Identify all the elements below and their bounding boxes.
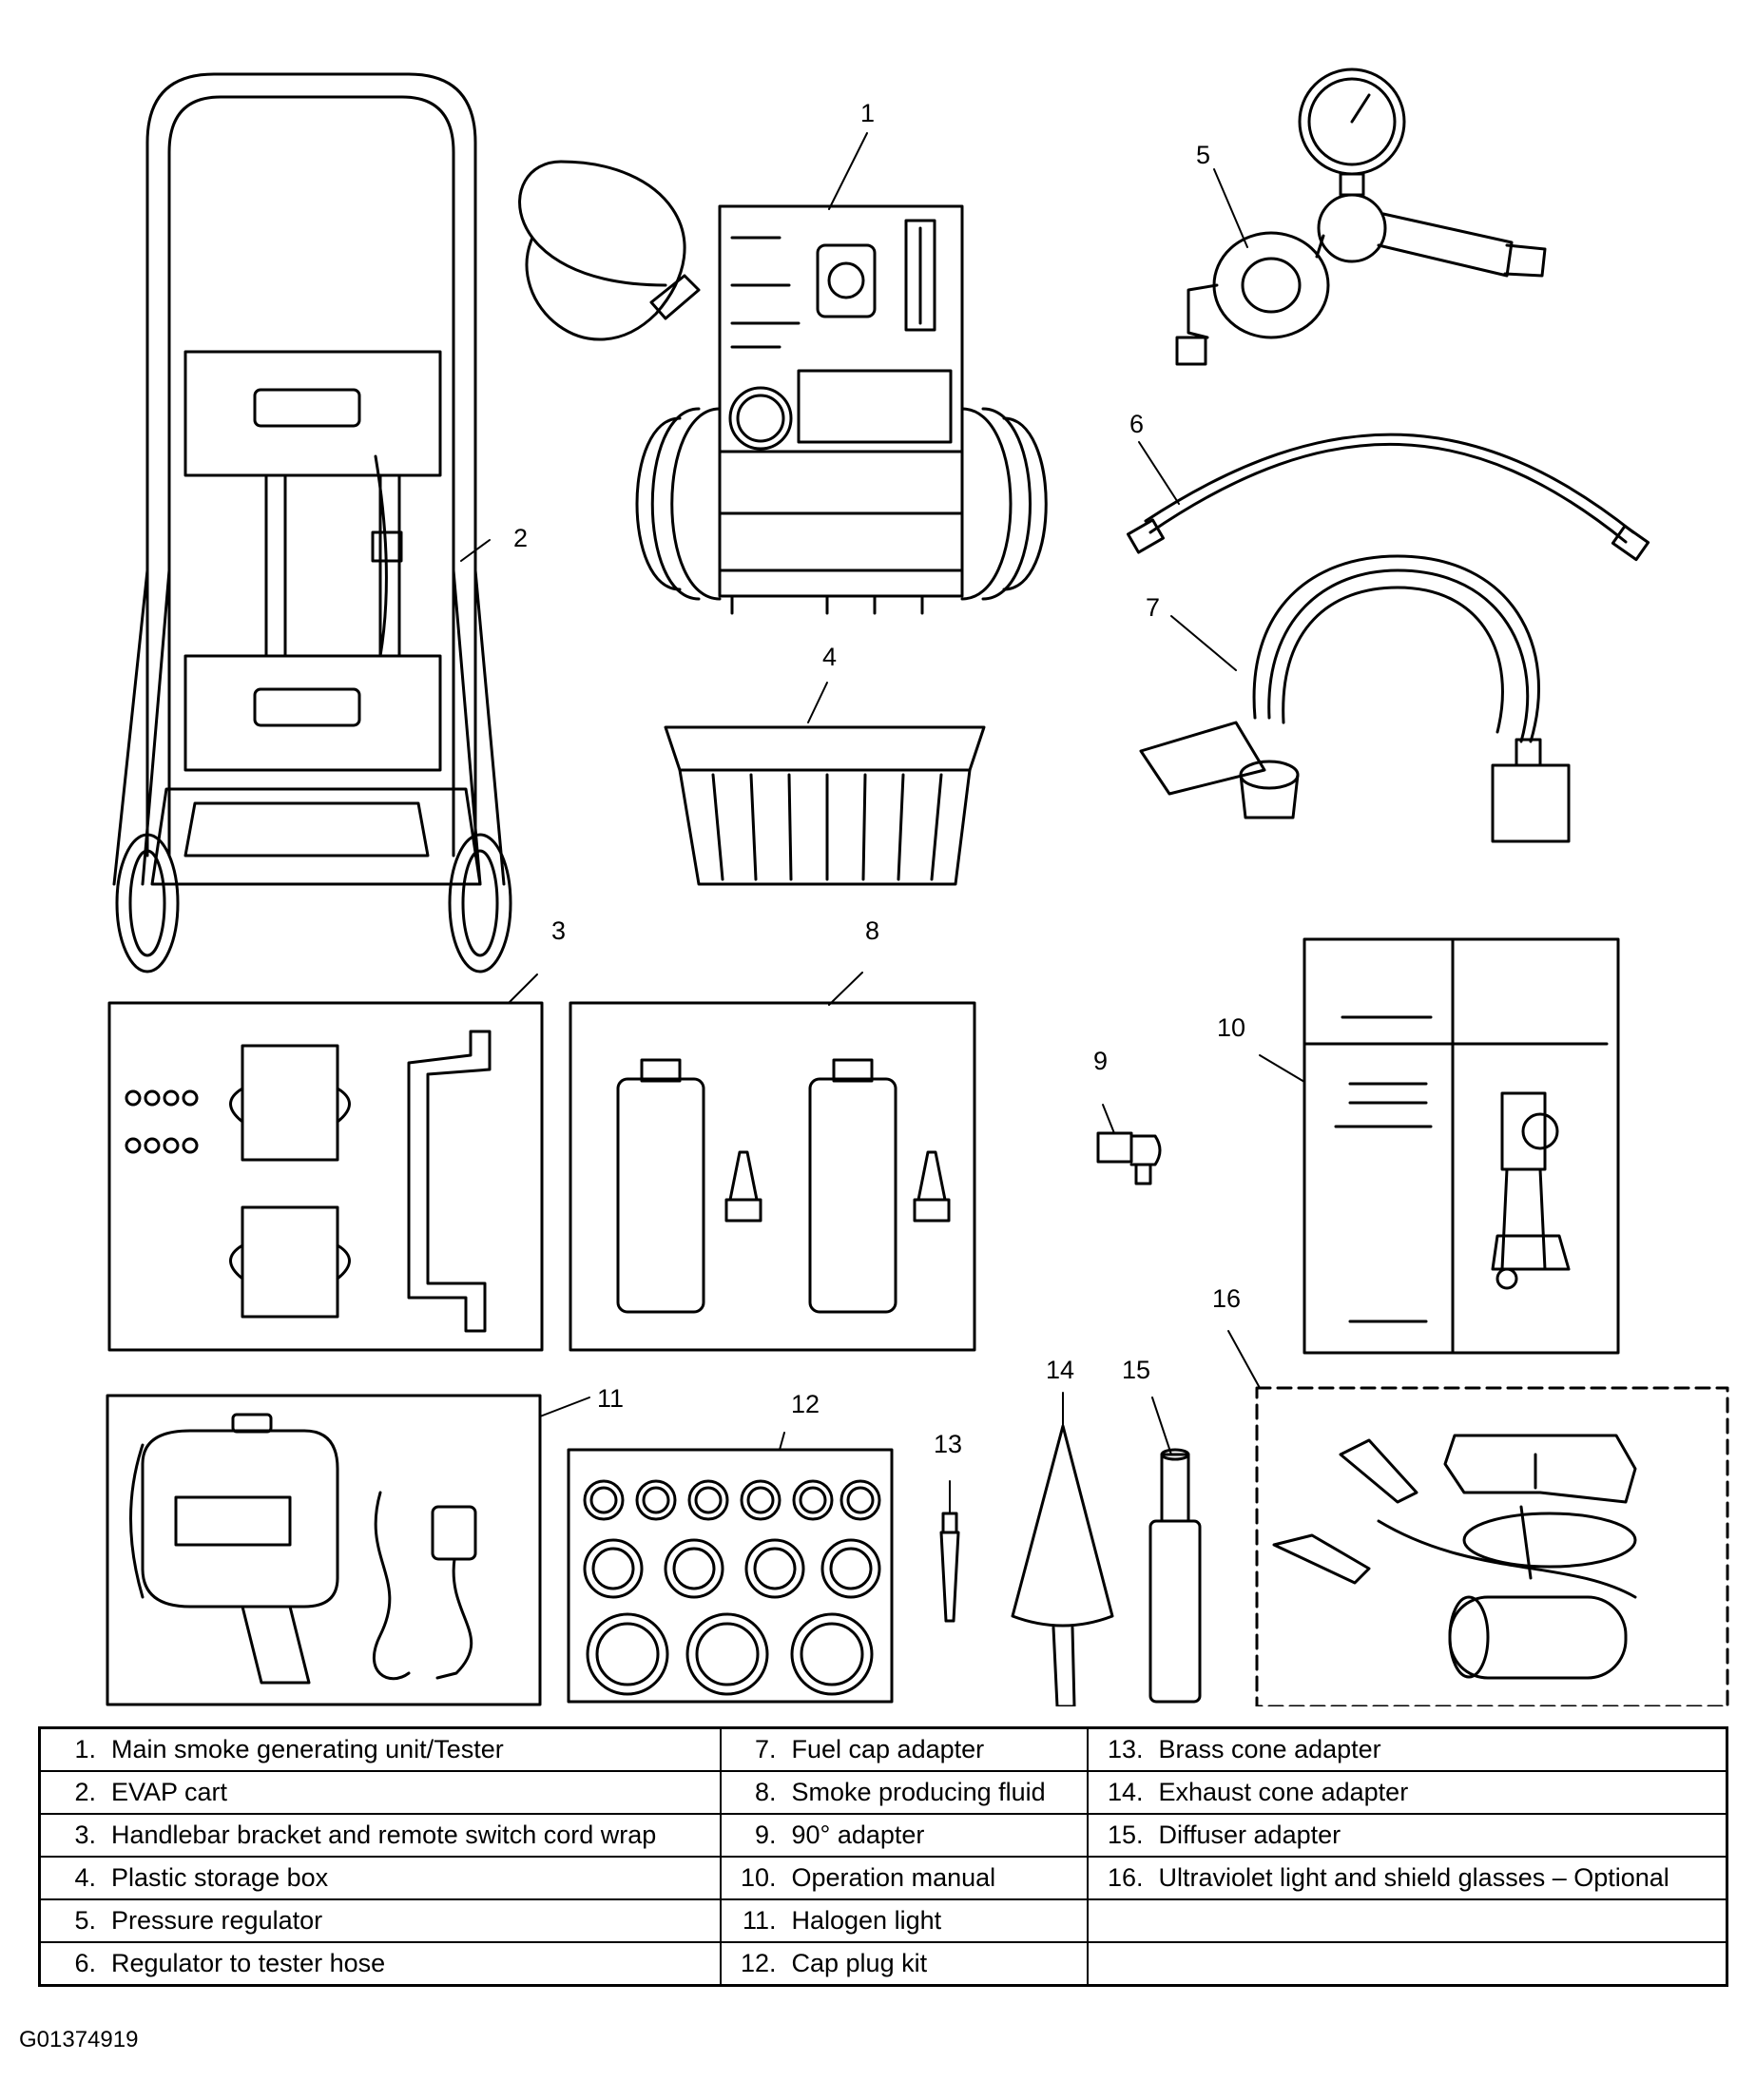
- callout-14: 14: [1046, 1356, 1074, 1384]
- legend-item-label: Plastic storage box: [111, 1863, 329, 1892]
- evap-cart-drawing: [112, 72, 512, 973]
- legend-row: 6. Regulator to tester hose 12. Cap plug ki…: [38, 1941, 1728, 1987]
- callout-1: 1: [860, 99, 875, 127]
- callout-11: 11: [597, 1384, 624, 1413]
- callout-3: 3: [551, 916, 566, 945]
- legend-item-label: Halogen light: [791, 1906, 942, 1935]
- callout-numbers: 1 2 3 4 5 6 7 8 9 10 11 12 13 14 15 16: [513, 99, 1245, 1458]
- legend-item-number: 10.: [740, 1863, 777, 1892]
- halogen-light-kit-drawing: [106, 1394, 542, 1706]
- legend-item-number: 6.: [74, 1949, 96, 1977]
- legend-cell: [1086, 1941, 1728, 1987]
- callout-13: 13: [934, 1430, 962, 1458]
- legend-item-label: Brass cone adapter: [1158, 1735, 1381, 1763]
- callout-9: 9: [1093, 1047, 1108, 1075]
- legend-item-number: 4.: [74, 1863, 96, 1892]
- legend-item-number: 16.: [1107, 1863, 1144, 1892]
- legend-cell: 14. Exhaust cone adapter: [1086, 1770, 1728, 1815]
- legend-cell: 5. Pressure regulator: [38, 1898, 722, 1943]
- callout-leaders: [460, 132, 1305, 1514]
- legend-item-label: 90° adapter: [791, 1821, 925, 1849]
- legend-item-number: 3.: [74, 1821, 96, 1849]
- callout-15: 15: [1122, 1356, 1150, 1384]
- legend-cell: 15. Diffuser adapter: [1086, 1813, 1728, 1858]
- legend-item-number: 13.: [1107, 1735, 1144, 1763]
- callout-10: 10: [1217, 1013, 1245, 1042]
- legend-cell: 10. Operation manual: [719, 1856, 1089, 1900]
- callout-16: 16: [1212, 1284, 1241, 1313]
- legend-item-label: Operation manual: [791, 1863, 996, 1892]
- legend-item-number: 14.: [1107, 1778, 1144, 1806]
- diffuser-adapter-drawing: [1148, 1448, 1202, 1704]
- legend-cell: [1086, 1898, 1728, 1943]
- screws: [125, 1089, 199, 1154]
- legend-row: 4. Plastic storage box 10. Operation manual…: [38, 1856, 1728, 1900]
- handlebar-bracket-kit-drawing: [107, 1001, 544, 1352]
- legend-row: 3. Handlebar bracket and remote switch co…: [38, 1813, 1728, 1858]
- callout-8: 8: [865, 916, 879, 945]
- parts-legend-table: 1. Main smoke generating unit/Tester 7. Fue…: [38, 1726, 1728, 1987]
- ultraviolet-kit-drawing: [1255, 1386, 1729, 1706]
- legend-cell: 2. EVAP cart: [38, 1770, 722, 1815]
- operation-manual-drawing: [1303, 937, 1620, 1355]
- legend-item-label: Pressure regulator: [111, 1906, 323, 1935]
- legend-item-label: Main smoke generating unit/Tester: [111, 1735, 504, 1763]
- legend-item-label: Fuel cap adapter: [791, 1735, 985, 1763]
- cap-plug-kit-drawing: [567, 1448, 894, 1704]
- smoke-fluid-kit-drawing: [569, 1001, 976, 1352]
- legend-row: 1. Main smoke generating unit/Tester 7. Fue…: [38, 1726, 1728, 1772]
- callout-2: 2: [513, 524, 528, 552]
- exhaust-cone-adapter-drawing: [1011, 1424, 1114, 1706]
- callout-4: 4: [822, 643, 837, 671]
- legend-item-number: 7.: [754, 1735, 777, 1763]
- callout-12: 12: [791, 1390, 820, 1418]
- legend-item-label: EVAP cart: [111, 1778, 228, 1806]
- parts-illustration: 1 2 3 4 5 6 7 8 9 10 11 12 13 14 15 16: [106, 67, 1729, 1706]
- callout-6: 6: [1129, 410, 1144, 438]
- legend-item-label: Cap plug kit: [791, 1949, 928, 1977]
- legend-cell: 13. Brass cone adapter: [1086, 1726, 1728, 1772]
- legend-item-number: 12.: [740, 1949, 777, 1977]
- legend-item-label: Diffuser adapter: [1158, 1821, 1341, 1849]
- legend-item-number: 5.: [74, 1906, 96, 1935]
- fuel-cap-adapter-drawing: [1139, 554, 1571, 843]
- legend-item-label: Regulator to tester hose: [111, 1949, 386, 1977]
- legend-item-label: Handlebar bracket and remote switch cord…: [111, 1821, 657, 1849]
- figure-code: G01374919: [19, 2027, 139, 2052]
- callout-7: 7: [1146, 593, 1160, 622]
- legend-item-number: 15.: [1107, 1821, 1144, 1849]
- legend-item-label: Ultraviolet light and shield glasses – O…: [1158, 1863, 1669, 1892]
- legend-body: 1. Main smoke generating unit/Tester 7. Fue…: [38, 1726, 1728, 1987]
- pressure-regulator-drawing: [1175, 67, 1547, 366]
- legend-row: 2. EVAP cart 8. Smoke producing fluid 14. Exh…: [38, 1770, 1728, 1815]
- legend-item-number: 1.: [74, 1735, 96, 1763]
- legend-cell: 16. Ultraviolet light and shield glasses …: [1086, 1856, 1728, 1900]
- legend-cell: 11. Halogen light: [719, 1898, 1089, 1943]
- ninety-degree-adapter-drawing: [1096, 1131, 1162, 1185]
- legend-cell: 7. Fuel cap adapter: [719, 1726, 1089, 1772]
- storage-box-drawing: [664, 725, 986, 886]
- legend-item-number: 2.: [74, 1778, 96, 1806]
- callout-5: 5: [1196, 141, 1210, 169]
- legend-item-label: Exhaust cone adapter: [1158, 1778, 1409, 1806]
- legend-item-label: Smoke producing fluid: [791, 1778, 1046, 1806]
- legend-item-number: 11.: [742, 1906, 777, 1935]
- legend-cell: 1. Main smoke generating unit/Tester: [38, 1726, 722, 1772]
- legend-row: 5. Pressure regulator 11. Halogen light: [38, 1898, 1728, 1943]
- legend-cell: 4. Plastic storage box: [38, 1856, 722, 1900]
- legend-cell: 3. Handlebar bracket and remote switch co…: [38, 1813, 722, 1858]
- legend-cell: 9. 90° adapter: [719, 1813, 1089, 1858]
- legend-cell: 12. Cap plug kit: [719, 1941, 1089, 1987]
- regulator-hose-drawing: [1127, 433, 1650, 562]
- legend-cell: 8. Smoke producing fluid: [719, 1770, 1089, 1815]
- brass-cone-adapter-drawing: [939, 1512, 960, 1623]
- main-tester-drawing: [518, 160, 1048, 615]
- legend-item-number: 9.: [754, 1821, 777, 1849]
- legend-item-number: 8.: [754, 1778, 777, 1806]
- legend-cell: 6. Regulator to tester hose: [38, 1941, 722, 1987]
